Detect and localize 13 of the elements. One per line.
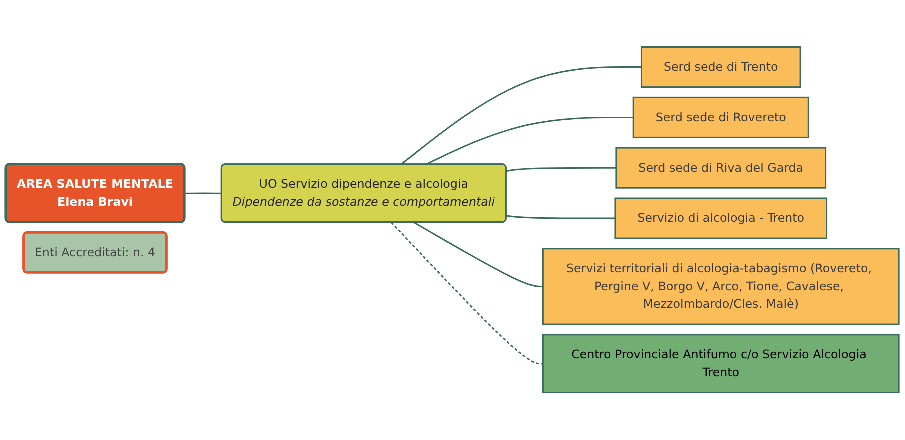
connector: [425, 116, 634, 166]
node-box: Serd sede di Riva del Garda: [616, 147, 827, 189]
connector: [400, 66, 642, 166]
node-box: Servizi territoriali di alcologia-tabagismo (Rovereto, Pergine V, Borgo V, Arco, Tione, Cavalese, Mezzolmbardo/Cles. Malè): [542, 248, 900, 326]
node-box: Serd sede di Rovereto: [632, 96, 810, 138]
node-box: Centro Provinciale Antifumo c/o Servizio Alcologia Trento: [542, 334, 900, 394]
connector: [184, 192, 222, 194]
node-box: Serd sede di Trento: [640, 46, 802, 88]
connector: [390, 222, 544, 365]
connector: [506, 215, 616, 220]
node-box: Servizio di alcologia - Trento: [614, 198, 828, 240]
connector: [414, 222, 544, 288]
connector: [506, 167, 616, 172]
